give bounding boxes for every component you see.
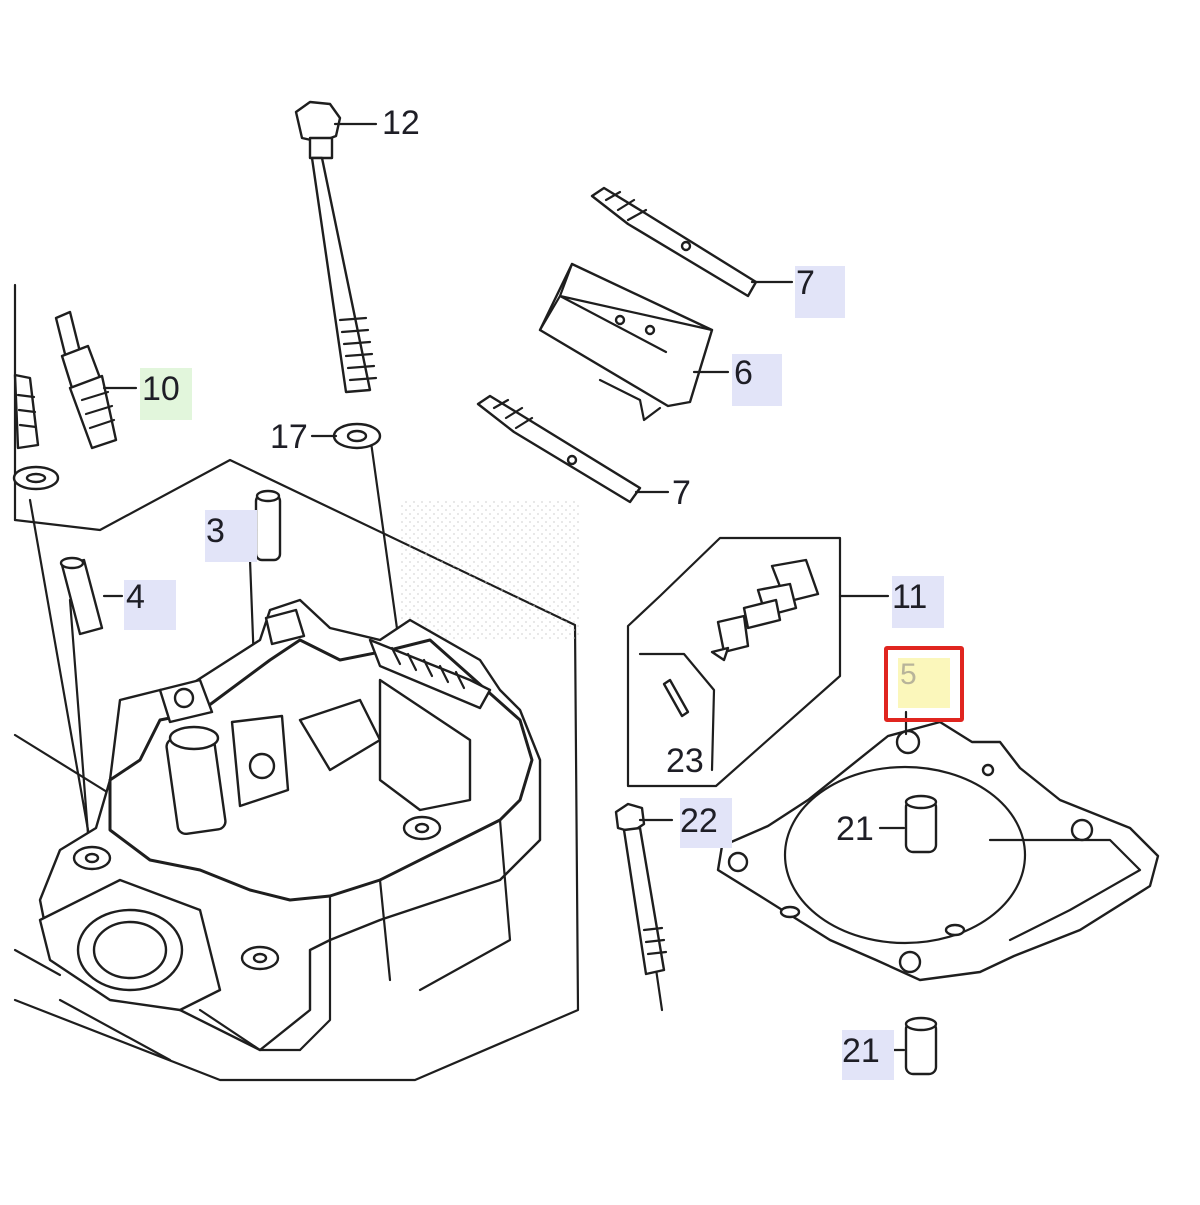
callout-11: 11: [892, 578, 928, 616]
highlight-box-part-5: [884, 646, 964, 722]
shaft-7-upper: [590, 186, 758, 298]
callout-21-upper: 21: [836, 810, 874, 848]
left-stud: [12, 373, 60, 491]
callout-10: 10: [142, 370, 180, 408]
callout-6: 6: [734, 354, 753, 392]
head-gasket-5: [716, 720, 1160, 982]
callout-bg-21b: [842, 1030, 894, 1080]
callout-bg-3: [205, 510, 257, 562]
spark-plug-10: [54, 310, 118, 450]
callout-3: 3: [206, 512, 225, 550]
rocker-holder-6: [538, 262, 714, 422]
shaft-7-lower: [476, 394, 642, 504]
kit-11: [626, 536, 842, 788]
callout-bg-22: [680, 798, 732, 848]
callout-bg-4: [124, 580, 176, 630]
callout-12: 12: [382, 104, 420, 142]
callout-7-upper: 7: [796, 264, 815, 302]
cylinder-head: [38, 598, 542, 1062]
dowel-21-upper: [904, 794, 938, 854]
washer-17: [332, 422, 382, 450]
callout-7-lower: 7: [672, 474, 691, 512]
callout-bg-11: [892, 576, 944, 628]
bolt-22: [614, 802, 668, 976]
head-texture: [400, 500, 580, 640]
callout-bg-5: [898, 658, 950, 708]
callout-bg-10: [140, 368, 192, 420]
callout-bg-6: [732, 354, 782, 406]
callout-5: 5: [900, 658, 917, 691]
valve-guide-3: [254, 489, 282, 562]
callout-22: 22: [680, 802, 718, 840]
dowel-21-lower: [904, 1016, 938, 1076]
valve-guide-4: [59, 556, 104, 636]
callout-23: 23: [666, 742, 704, 780]
bolt-12: [294, 100, 378, 394]
callout-17: 17: [270, 418, 308, 456]
callout-bg-7a: [795, 266, 845, 318]
callout-21-lower: 21: [842, 1032, 880, 1070]
callout-4: 4: [126, 578, 145, 616]
